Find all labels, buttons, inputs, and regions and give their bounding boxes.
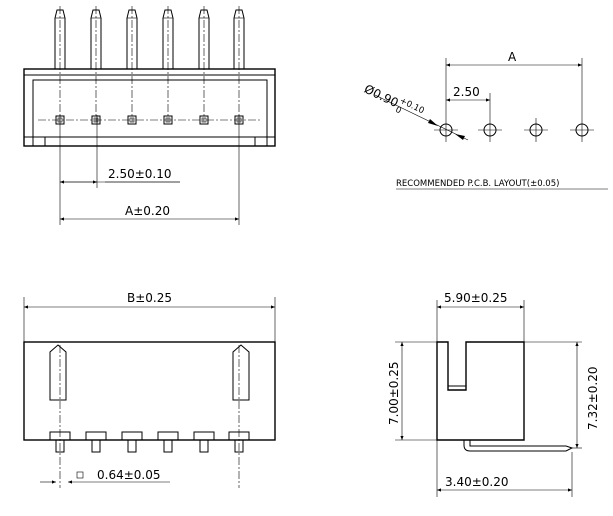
top-pin-square bbox=[127, 115, 137, 125]
pcb-holes bbox=[434, 118, 594, 142]
top-pitch-dim: 2.50±0.10 bbox=[108, 167, 172, 181]
pcb-pitch-dim: 2.50 bbox=[453, 85, 480, 99]
front-pin-dim: 0.64±0.05 bbox=[97, 468, 161, 482]
front-pin bbox=[163, 439, 173, 453]
front-pin bbox=[199, 439, 209, 453]
front-pin bbox=[127, 439, 137, 453]
front-pin-base bbox=[157, 431, 179, 441]
top-view: 2.50±0.10 A±0.20 bbox=[23, 6, 276, 225]
front-pin bbox=[91, 439, 101, 453]
side-view: 5.90±0.25 7.00±0.25 7.32±0.20 3.40±0.20 bbox=[387, 291, 600, 497]
front-pin-base bbox=[121, 431, 143, 441]
pcb-layout: A 2.50 Ø0.90 +0.10 0 RECOMMENDED P.C.B. … bbox=[362, 50, 608, 190]
side-view-housing bbox=[436, 341, 525, 441]
top-view-housing bbox=[23, 68, 276, 147]
pcb-span-dim: A bbox=[508, 50, 517, 64]
front-pin bbox=[55, 439, 65, 453]
pcb-hole-dim: Ø0.90 bbox=[362, 82, 401, 110]
front-pin bbox=[234, 439, 244, 453]
front-pin-base bbox=[193, 431, 215, 441]
top-view-pins bbox=[54, 6, 245, 122]
top-pin-square bbox=[163, 115, 173, 125]
front-view: B±0.25 0.64±0.05 bbox=[23, 291, 276, 488]
side-total-height-dim: 7.32±0.20 bbox=[586, 367, 600, 431]
side-height-dim: 7.00±0.25 bbox=[387, 362, 401, 426]
front-pin-base bbox=[85, 431, 107, 441]
top-pin-square bbox=[91, 115, 101, 125]
top-view-pin-squares bbox=[55, 115, 244, 125]
front-width-dim: B±0.25 bbox=[127, 291, 172, 305]
front-view-housing bbox=[23, 341, 276, 441]
front-view-pins bbox=[49, 431, 250, 453]
top-pin-square bbox=[199, 115, 209, 125]
top-overall-dim: A±0.20 bbox=[125, 204, 170, 218]
pcb-hole-tol-minus: 0 bbox=[394, 105, 403, 116]
side-pin-offset-dim: 3.40±0.20 bbox=[445, 475, 509, 489]
pcb-caption: RECOMMENDED P.C.B. LAYOUT(±0.05) bbox=[396, 179, 559, 189]
side-view-pin bbox=[463, 440, 574, 452]
side-depth-dim: 5.90±0.25 bbox=[444, 291, 508, 305]
